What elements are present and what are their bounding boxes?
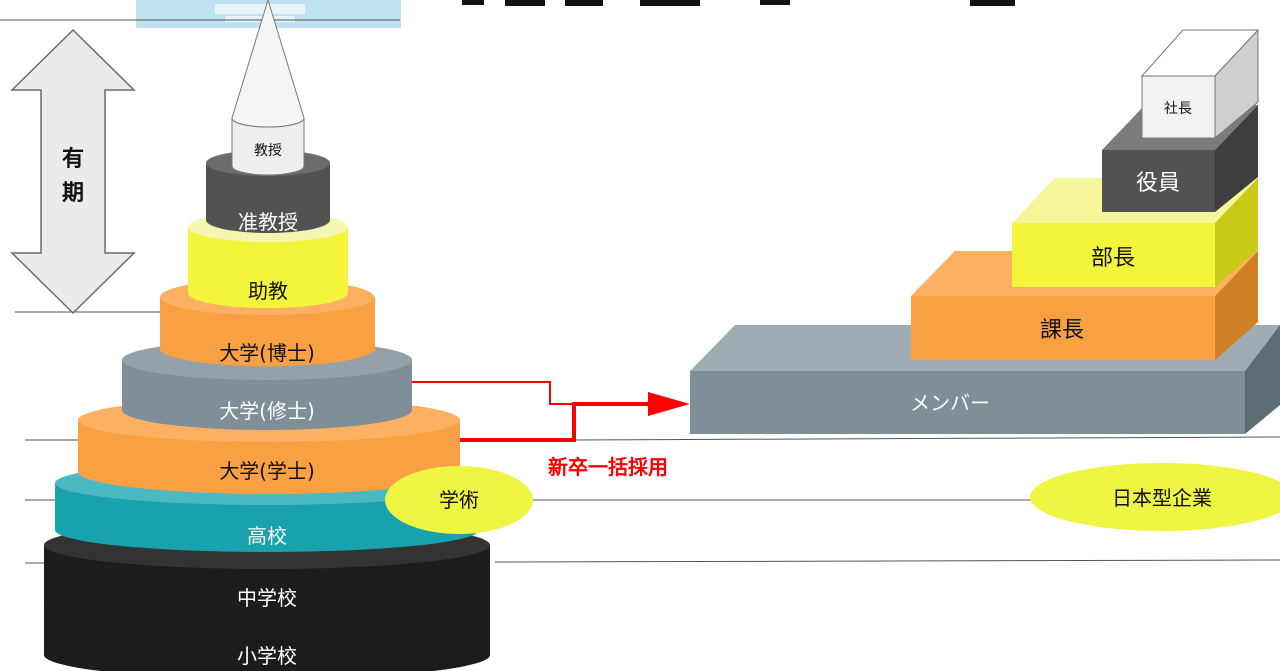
academic-stack: 小学校 中学校 高校 大学(学士) 大学(修士) 大 <box>44 0 490 671</box>
tier-label-gakushi: 大学(学士) <box>219 459 315 483</box>
recruitment-connector: 新卒一括採用 <box>412 381 690 479</box>
tier-label-member: メンバー <box>910 391 990 415</box>
tier-label-hakushi: 大学(博士) <box>219 341 315 365</box>
corporate-label-badge: 日本型企業 <box>1030 463 1280 531</box>
tier-label-kacho: 課長 <box>1040 318 1084 343</box>
tier-label-bucho: 部長 <box>1091 246 1135 271</box>
tier-label-chugakko: 中学校 <box>237 586 297 610</box>
peak-cone <box>231 0 305 128</box>
tier-label-kyoju: 教授 <box>254 143 282 159</box>
tier-label-shacho: 社長 <box>1164 101 1192 117</box>
tier-label-junkyoju: 准教授 <box>238 210 298 234</box>
tier-label-yakuin: 役員 <box>1136 171 1180 196</box>
corporate-stairs: メンバー 課長 部長 役員 社長 <box>690 28 1280 434</box>
tenure-label: 有期 <box>62 146 84 206</box>
guide-lines <box>0 19 1280 564</box>
tier-shacho: 社長 <box>1140 28 1260 140</box>
tier-label-koko: 高校 <box>247 524 287 548</box>
academic-label: 学術 <box>439 488 479 512</box>
cropped-title-fragment <box>462 0 1015 6</box>
academic-label-badge: 学術 <box>385 466 533 534</box>
tenure-double-arrow: 有期 <box>10 28 136 315</box>
tenure-label-char: 有 <box>62 146 84 172</box>
tier-label-shushi: 大学(修士) <box>219 399 315 423</box>
arrowhead-icon <box>648 392 690 416</box>
tier-label-shogakko: 小学校 <box>237 644 297 668</box>
tenure-label-char: 期 <box>62 181 84 206</box>
connector-label: 新卒一括採用 <box>548 455 668 479</box>
corporate-label: 日本型企業 <box>1112 486 1212 510</box>
tier-label-jokyo: 助教 <box>248 279 288 303</box>
